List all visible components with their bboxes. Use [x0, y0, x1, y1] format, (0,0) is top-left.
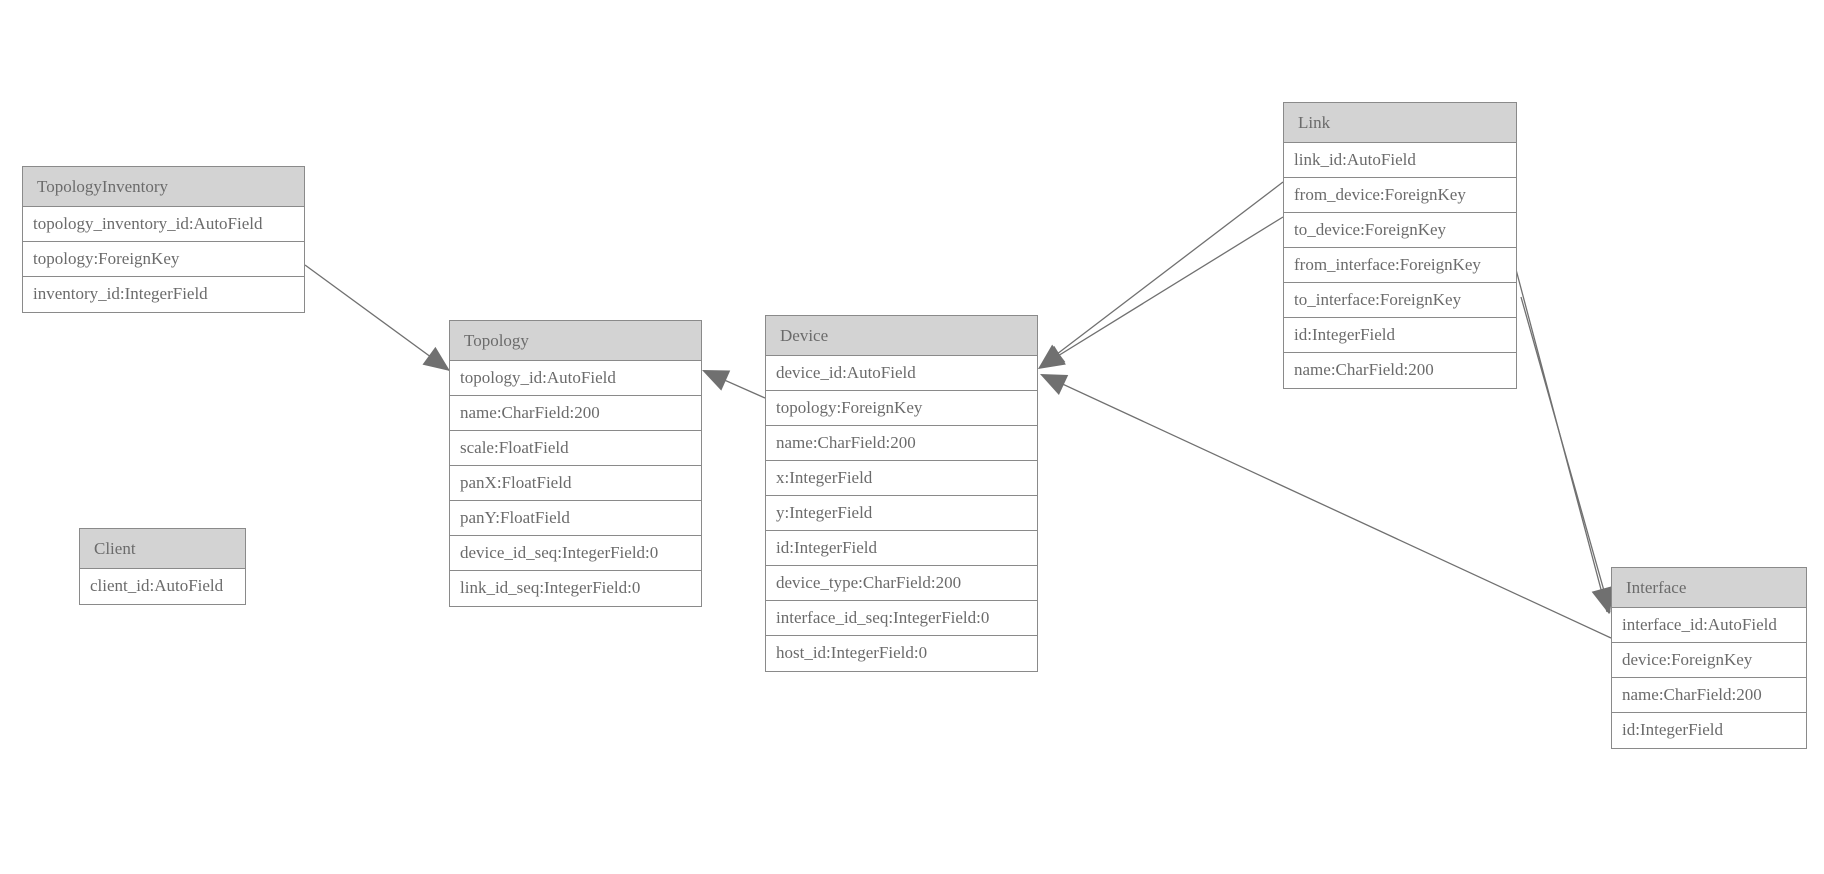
entity-field-row[interactable]: scale:FloatField [450, 431, 701, 466]
entity-field-row[interactable]: topology:ForeignKey [766, 391, 1037, 426]
rel-link-frominterface-interface [1513, 261, 1613, 614]
entity-field-row[interactable]: link_id:AutoField [1284, 143, 1516, 178]
relationship-line [304, 264, 451, 372]
rel-link-todevice-device [1038, 216, 1284, 369]
entity-field-row[interactable]: device_id:AutoField [766, 356, 1037, 391]
relationship-line [703, 370, 766, 399]
entity-field-row[interactable]: topology_inventory_id:AutoField [23, 207, 304, 242]
entity-field-row[interactable]: host_id:IntegerField:0 [766, 636, 1037, 671]
rel-topologyinventory-topology [304, 264, 451, 372]
entity-field-row[interactable]: device_id_seq:IntegerField:0 [450, 536, 701, 571]
entity-field-row[interactable]: from_device:ForeignKey [1284, 178, 1516, 213]
entity-field-row[interactable]: name:CharField:200 [1284, 353, 1516, 388]
entity-title-client: Client [80, 529, 245, 569]
entity-field-row[interactable]: inventory_id:IntegerField [23, 277, 304, 312]
entity-field-row[interactable]: panY:FloatField [450, 501, 701, 536]
entity-field-row[interactable]: id:IntegerField [1612, 713, 1806, 748]
rel-link-fromdevice-device [1038, 181, 1284, 369]
entity-field-row[interactable]: interface_id_seq:IntegerField:0 [766, 601, 1037, 636]
entity-field-row[interactable]: link_id_seq:IntegerField:0 [450, 571, 701, 606]
entity-field-row[interactable]: topology_id:AutoField [450, 361, 701, 396]
entity-field-row[interactable]: id:IntegerField [766, 531, 1037, 566]
entity-field-row[interactable]: name:CharField:200 [450, 396, 701, 431]
entity-field-row[interactable]: to_device:ForeignKey [1284, 213, 1516, 248]
entity-field-row[interactable]: id:IntegerField [1284, 318, 1516, 353]
entity-field-row[interactable]: from_interface:ForeignKey [1284, 248, 1516, 283]
rel-device-topology [702, 370, 766, 399]
relationship-line [1042, 374, 1612, 639]
entity-field-row[interactable]: name:CharField:200 [1612, 678, 1806, 713]
entity-field-row[interactable]: to_interface:ForeignKey [1284, 283, 1516, 318]
entity-title-interface: Interface [1612, 568, 1806, 608]
entity-title-topology_inventory: TopologyInventory [23, 167, 304, 207]
relationship-line [1513, 261, 1608, 613]
rel-interface-device-device [1040, 374, 1612, 639]
entity-title-device: Device [766, 316, 1037, 356]
rel-link-tointerface-interface [1520, 296, 1614, 614]
entity-field-row[interactable]: name:CharField:200 [766, 426, 1037, 461]
entity-field-row[interactable]: client_id:AutoField [80, 569, 245, 604]
entity-field-row[interactable]: y:IntegerField [766, 496, 1037, 531]
entity-field-row[interactable]: device_type:CharField:200 [766, 566, 1037, 601]
arrowhead-icon [702, 370, 731, 391]
relationship-line [1039, 216, 1284, 368]
entity-field-row[interactable]: interface_id:AutoField [1612, 608, 1806, 643]
relationship-line [1520, 296, 1611, 613]
entity-title-topology: Topology [450, 321, 701, 361]
entity-field-row[interactable]: topology:ForeignKey [23, 242, 304, 277]
entity-field-row[interactable]: panX:FloatField [450, 466, 701, 501]
entity-field-row[interactable]: device:ForeignKey [1612, 643, 1806, 678]
arrowhead-icon [1040, 374, 1069, 395]
entity-field-row[interactable]: x:IntegerField [766, 461, 1037, 496]
entity-title-link: Link [1284, 103, 1516, 143]
relationship-line [1039, 181, 1284, 368]
